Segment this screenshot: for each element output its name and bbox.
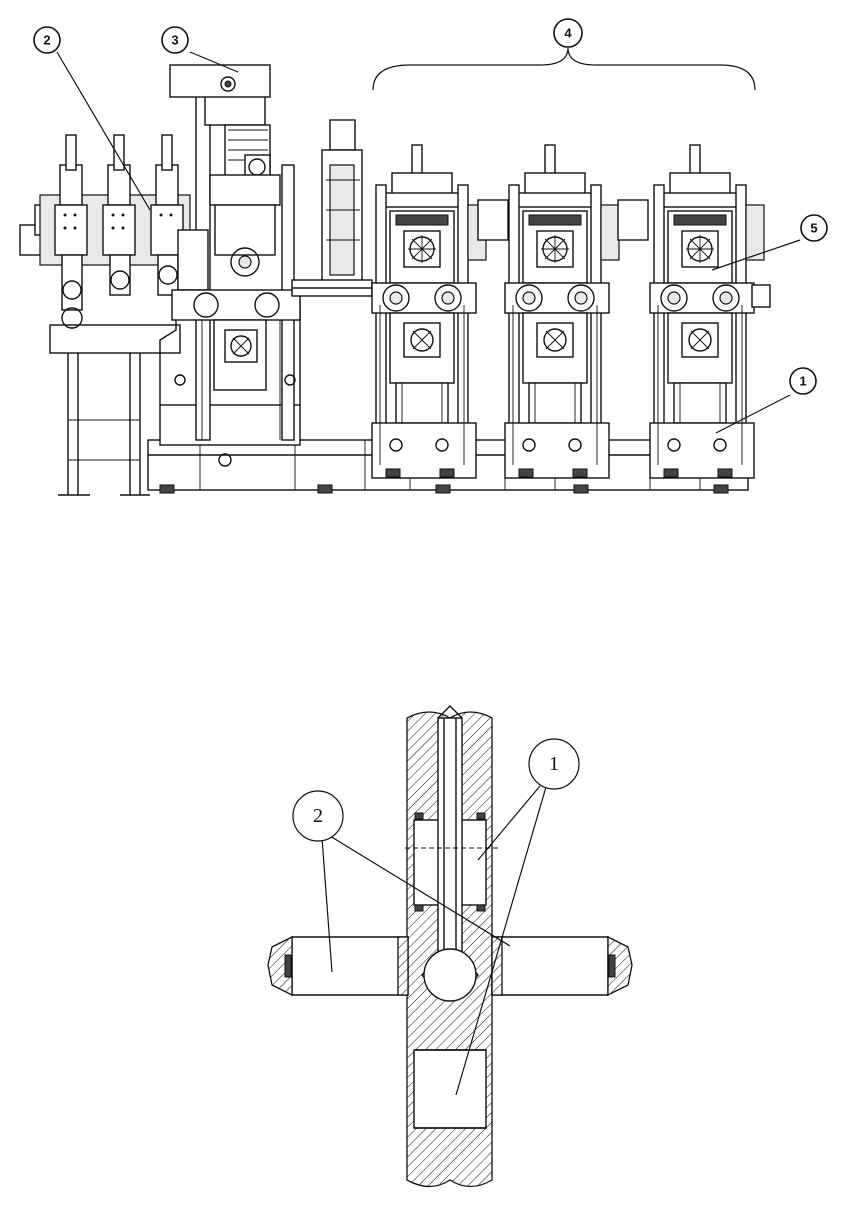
callout-label: 1 <box>549 753 559 775</box>
callout-label: 2 <box>43 33 50 48</box>
horizontal-roll-left <box>292 937 408 995</box>
group-brace <box>373 48 755 90</box>
mill-stand-1 <box>372 145 486 478</box>
first-stand <box>160 65 300 445</box>
callout-label: 3 <box>171 33 178 48</box>
callout-4-top: 4 <box>554 19 582 47</box>
mill-line-drawing: 2 3 4 5 1 <box>20 19 827 495</box>
callout-3-top: 3 <box>162 27 188 53</box>
callout-5-top: 5 <box>801 215 827 241</box>
callout-2-bottom: 2 <box>293 791 343 841</box>
callout-label: 2 <box>313 805 323 827</box>
mill-stand-3 <box>650 145 764 478</box>
callout-1-bottom: 1 <box>529 739 579 789</box>
callout-2-top: 2 <box>34 27 60 53</box>
callout-1-top: 1 <box>790 368 816 394</box>
side-roll-unit <box>292 120 372 296</box>
roll-cross-section: 1 2 <box>268 706 632 1187</box>
mill-stand-2 <box>505 145 619 478</box>
callout-label: 4 <box>564 26 572 41</box>
callout-label: 5 <box>810 221 817 236</box>
entry-guide-unit <box>20 135 190 328</box>
callout-label: 1 <box>799 374 806 389</box>
